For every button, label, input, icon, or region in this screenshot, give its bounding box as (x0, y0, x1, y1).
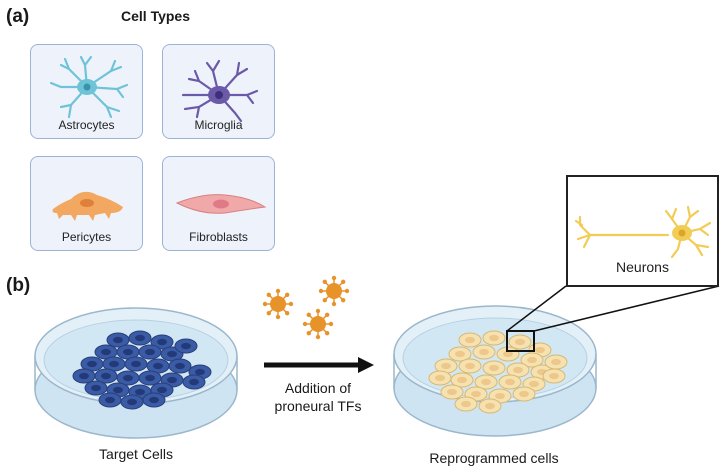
reprogrammed-cell (478, 398, 502, 414)
fibroblast-icon (175, 194, 267, 214)
cell-types-title: Cell Types (121, 8, 190, 24)
virus-icon (318, 275, 350, 307)
reprogrammed-cell (440, 384, 464, 400)
target-cell (142, 392, 166, 408)
zoom-line-right (533, 285, 720, 332)
right-dish-caption: Reprogrammed cells (429, 450, 559, 466)
target-cell (106, 332, 130, 348)
arrow-caption-line2: proneural TFs (274, 398, 362, 414)
reprogrammed-cell (542, 368, 566, 384)
virus-icon (262, 288, 294, 320)
card-pericytes: Pericytes (30, 156, 143, 251)
arrow-caption-line1: Addition of (284, 380, 352, 396)
target-cell-cluster (72, 330, 212, 410)
zoom-caption-neurons: Neurons (616, 259, 669, 275)
zoom-highlight (506, 330, 535, 352)
target-cell (120, 394, 144, 410)
panel-b-label: (b) (6, 275, 31, 296)
target-cell (138, 344, 162, 360)
target-cell (138, 370, 162, 386)
panel-a-label: (a) (6, 6, 30, 27)
target-cell (182, 374, 206, 390)
neuron-icon (574, 205, 712, 259)
card-astrocytes: Astrocytes (30, 44, 143, 139)
reprogrammed-cell (450, 372, 474, 388)
target-cell (116, 370, 140, 386)
card-label-microglia: Microglia (194, 118, 243, 132)
target-cell (72, 368, 96, 384)
neuron-zoom-box: Neurons (566, 175, 719, 287)
card-microglia: Microglia (162, 44, 275, 139)
target-cell (94, 368, 118, 384)
card-fibroblasts: Fibroblasts (162, 156, 275, 251)
reprogrammed-cell (448, 346, 472, 362)
process-arrow (264, 357, 374, 373)
reprogrammed-cell (506, 362, 530, 378)
pericyte-icon (52, 191, 123, 221)
reprogrammed-cell (498, 374, 522, 390)
reprogrammed-cell (482, 360, 506, 376)
reprogrammed-cell (474, 374, 498, 390)
reprogrammed-cell (428, 370, 452, 386)
target-cell (174, 338, 198, 354)
target-cell (124, 356, 148, 372)
target-cell (84, 380, 108, 396)
reprogrammed-cell (520, 352, 544, 368)
reprogrammed-cell (482, 330, 506, 346)
target-cell (80, 356, 104, 372)
reprogrammed-cell (454, 396, 478, 412)
left-dish-caption: Target Cells (99, 446, 173, 462)
astrocyte-icon (49, 55, 129, 119)
reprogrammed-cell (458, 332, 482, 348)
reprogrammed-cell (458, 358, 482, 374)
card-label-pericytes: Pericytes (61, 230, 112, 244)
target-cell (98, 392, 122, 408)
reprogrammed-cell (434, 358, 458, 374)
reprogrammed-cell (472, 344, 496, 360)
card-label-fibroblasts: Fibroblasts (189, 230, 248, 244)
reprogrammed-cell (512, 386, 536, 402)
target-cell (128, 330, 152, 346)
viral-vector-group (262, 275, 350, 340)
virus-icon (302, 308, 334, 340)
target-cell (150, 334, 174, 350)
microglia-icon (181, 59, 259, 123)
reprogrammed-cell (508, 334, 532, 350)
card-label-astrocytes: Astrocytes (58, 118, 115, 132)
target-cell (168, 358, 192, 374)
reprogrammed-cell-cluster (428, 330, 568, 414)
zoom-line-left (506, 285, 567, 332)
reprogrammed-cell (544, 354, 568, 370)
